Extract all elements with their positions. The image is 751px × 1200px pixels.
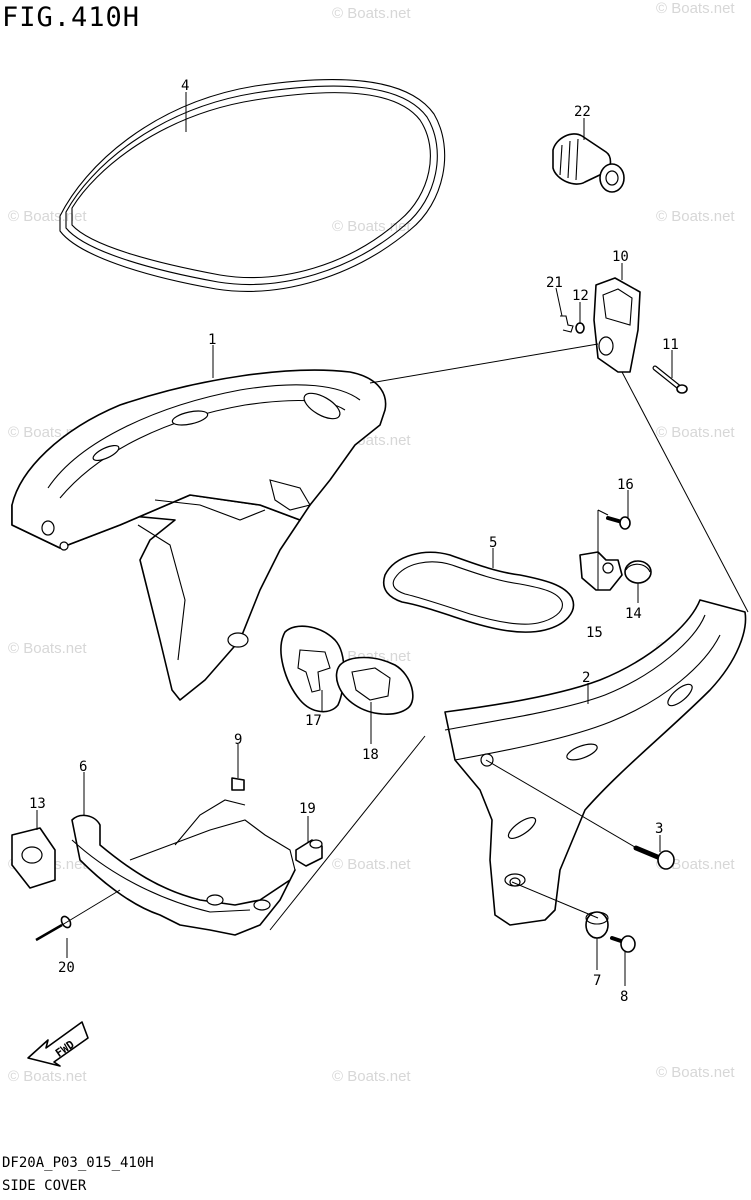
- callout-3: 3: [655, 821, 663, 837]
- watermark: © Boats.net: [332, 218, 411, 235]
- collar[interactable]: [295, 839, 323, 867]
- callout-2: 2: [582, 670, 590, 686]
- watermark: © Boats.net: [8, 640, 87, 657]
- screw[interactable]: [606, 516, 631, 530]
- diagram-code: DF20A_P03_015_410H: [2, 1155, 154, 1171]
- callout-16: 16: [617, 477, 634, 493]
- flange-bolt[interactable]: [633, 845, 675, 870]
- watermark: © Boats.net: [8, 208, 87, 225]
- callout-11: 11: [662, 337, 679, 353]
- watermark: © Boats.net: [656, 1064, 735, 1081]
- washer[interactable]: [575, 322, 585, 334]
- callout-10: 10: [612, 249, 629, 265]
- callout-21: 21: [546, 275, 563, 291]
- right-side-cover[interactable]: [444, 599, 747, 926]
- callout-1: 1: [208, 332, 216, 348]
- callout-20: 20: [58, 960, 75, 976]
- rivet[interactable]: [35, 915, 72, 942]
- watermark: © Boats.net: [332, 856, 411, 873]
- seal-ring[interactable]: [59, 78, 446, 292]
- watermark: © Boats.net: [656, 424, 735, 441]
- left-side-cover[interactable]: [11, 369, 387, 701]
- callout-8: 8: [620, 989, 628, 1005]
- clip[interactable]: [560, 315, 574, 333]
- fwd-arrow: FWD: [27, 1021, 89, 1067]
- figure-title: FIG.410H: [2, 2, 141, 33]
- seal-a[interactable]: [280, 625, 345, 713]
- callout-6: 6: [79, 759, 87, 775]
- long-bolt[interactable]: [652, 365, 688, 394]
- callout-14: 14: [625, 606, 642, 622]
- watermark: © Boats.net: [8, 1068, 87, 1085]
- bracket[interactable]: [593, 277, 641, 373]
- rubber-cap[interactable]: [624, 560, 652, 584]
- watermark: © Boats.net: [656, 208, 735, 225]
- mount-screw[interactable]: [610, 935, 636, 953]
- callout-15: 15: [586, 625, 603, 641]
- callout-22: 22: [574, 104, 591, 120]
- leader-lines: [36, 92, 749, 986]
- seal-b[interactable]: [335, 656, 414, 715]
- callout-13: 13: [29, 796, 46, 812]
- callouts: 1 2 3 4 5 6 7 8 9 10 11 12 13 14 15 16 1…: [29, 78, 679, 1005]
- callout-19: 19: [299, 801, 316, 817]
- small-clip[interactable]: [231, 777, 245, 791]
- mount-grommet[interactable]: [585, 911, 609, 939]
- watermark: © Boats.net: [332, 1068, 411, 1085]
- callout-9: 9: [234, 732, 242, 748]
- gasket[interactable]: [383, 551, 575, 633]
- watermark: © Boats.net: [656, 856, 735, 873]
- grommet[interactable]: [552, 133, 625, 193]
- watermark: © Boats.net: [656, 0, 735, 17]
- latch-plate[interactable]: [579, 551, 623, 591]
- callout-4: 4: [181, 78, 189, 94]
- watermark: © Boats.net: [332, 5, 411, 22]
- callout-12: 12: [572, 288, 589, 304]
- callout-17: 17: [305, 713, 322, 729]
- callout-5: 5: [489, 535, 497, 551]
- diagram-title: SIDE COVER: [2, 1178, 87, 1194]
- callout-18: 18: [362, 747, 379, 763]
- cushion-block[interactable]: [11, 827, 56, 889]
- callout-7: 7: [593, 973, 601, 989]
- lower-cover[interactable]: [71, 799, 296, 936]
